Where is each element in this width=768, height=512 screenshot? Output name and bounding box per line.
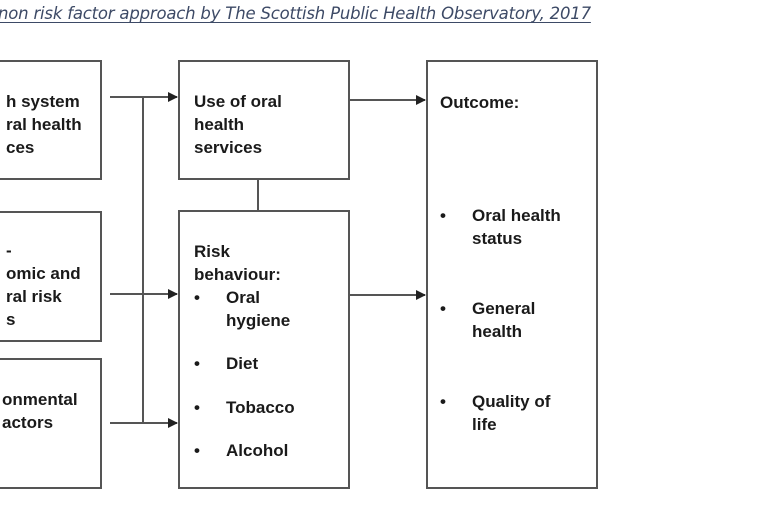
outcome-item-oral-health-status: • Oral health status: [440, 204, 590, 250]
box-line: Use of oral: [194, 92, 282, 111]
box-line: s: [6, 310, 16, 329]
item-line: health: [472, 322, 523, 341]
box-title-line: Risk: [194, 242, 230, 261]
box-line: health: [194, 115, 245, 134]
risk-item-tobacco: • Tobacco: [194, 396, 344, 419]
bullet-icon: •: [194, 441, 200, 460]
box-line: omic and: [6, 264, 81, 283]
item-line: Tobacco: [226, 398, 295, 417]
outcome-box: Outcome: • Oral health status • General …: [426, 60, 598, 489]
socio-economic-box: - omic and ral risk s: [0, 211, 102, 342]
bullet-icon: •: [194, 354, 200, 373]
bullet-icon: •: [194, 398, 200, 417]
health-system-box: h system ral health ces: [0, 60, 102, 180]
bullet-icon: •: [440, 392, 446, 411]
item-line: Oral health: [472, 206, 561, 225]
item-line: hygiene: [226, 311, 291, 330]
box-line: h system: [6, 92, 80, 111]
item-line: status: [472, 229, 523, 248]
box-line: onmental: [2, 390, 78, 409]
outcome-item-quality-of-life: • Quality of life: [440, 390, 590, 436]
item-line: Diet: [226, 354, 259, 373]
item-line: Quality of: [472, 392, 551, 411]
box-line: -: [6, 241, 12, 260]
bullet-icon: •: [194, 288, 200, 307]
item-line: life: [472, 415, 497, 434]
box-line: ral health: [6, 115, 82, 134]
outcome-item-general-health: • General health: [440, 297, 590, 343]
box-line: actors: [2, 413, 54, 432]
risk-item-oral-hygiene: • Oral hygiene: [194, 286, 344, 332]
outcome-title: Outcome:: [440, 93, 520, 112]
risk-item-alcohol: • Alcohol: [194, 439, 344, 462]
figure-caption: non risk factor approach by The Scottish…: [0, 4, 591, 23]
bullet-icon: •: [440, 206, 446, 225]
environmental-factors-box: onmental actors: [0, 358, 102, 489]
risk-behaviour-box: Risk behaviour: • Oral hygiene • Diet • …: [178, 210, 350, 489]
box-line: ces: [6, 138, 35, 157]
item-line: Oral: [226, 288, 261, 307]
item-line: General: [472, 299, 536, 318]
use-of-oral-health-services-box: Use of oral health services: [178, 60, 350, 180]
item-line: Alcohol: [226, 441, 289, 460]
box-line: services: [194, 138, 263, 157]
box-line: ral risk: [6, 287, 62, 306]
bullet-icon: •: [440, 299, 446, 318]
risk-item-diet: • Diet: [194, 352, 344, 375]
box-title-line: behaviour:: [194, 265, 281, 284]
